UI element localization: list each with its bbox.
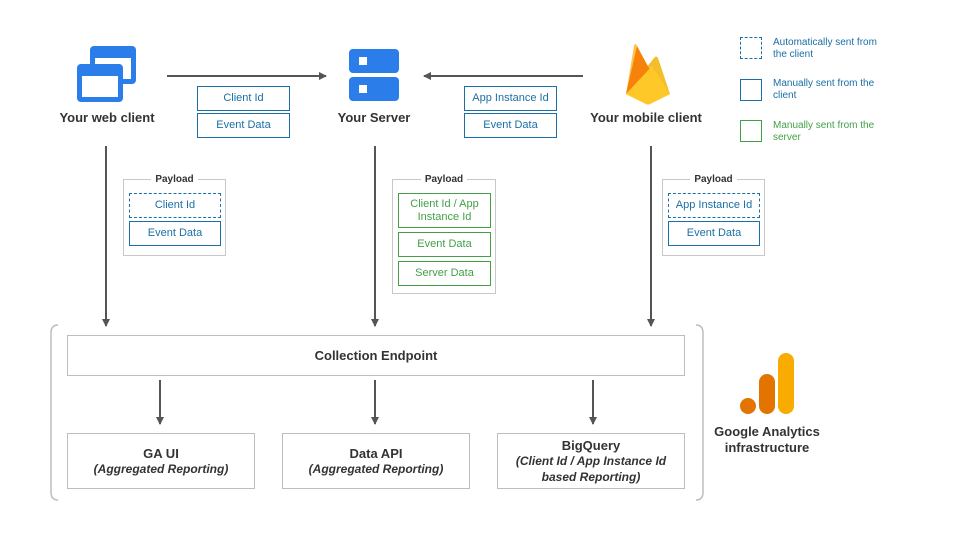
- bigquery-subtitle: (Client Id / App Instance Id based Repor…: [515, 453, 667, 484]
- server-payload-server-data: Server Data: [398, 261, 491, 286]
- google-analytics-infrastructure-label: Google Analytics infrastructure: [714, 424, 820, 455]
- mobile-payload-app-instance-id: App Instance Id: [668, 193, 760, 218]
- web-payload-event-data: Event Data: [129, 221, 221, 246]
- mobile-payload-title: Payload: [690, 174, 737, 185]
- web-client-label: Your web client: [59, 110, 155, 125]
- infrastructure-bracket: [50, 324, 704, 501]
- legend-swatch-manual-server: [740, 120, 762, 142]
- firebase-icon: [626, 44, 670, 105]
- ga-ui-title: GA UI: [143, 445, 179, 461]
- collection-endpoint-label: Collection Endpoint: [314, 348, 438, 363]
- server-payload-ids: Client Id / App Instance Id: [398, 193, 491, 228]
- web-to-server-client-id: Client Id: [197, 86, 290, 111]
- server-payload-event-data: Event Data: [398, 232, 491, 257]
- browser-windows-icon: [77, 46, 136, 102]
- ga-ui-subtitle: (Aggregated Reporting): [93, 461, 229, 476]
- mobile-to-server-app-instance-id: App Instance Id: [464, 86, 557, 111]
- ga-ui-box: GA UI (Aggregated Reporting): [67, 433, 255, 489]
- server-icon: [349, 49, 399, 101]
- data-api-title: Data API: [349, 445, 403, 461]
- server-label: Your Server: [337, 110, 411, 125]
- collection-endpoint: Collection Endpoint: [67, 335, 685, 376]
- legend-swatch-manual-client: [740, 79, 762, 101]
- mobile-to-server-event-data: Event Data: [464, 113, 557, 138]
- legend-text-manual-client: Manually sent from the client: [773, 78, 875, 101]
- web-payload-client-id: Client Id: [129, 193, 221, 218]
- web-payload-title: Payload: [151, 174, 198, 185]
- server-payload: Payload Client Id / App Instance Id Even…: [392, 174, 496, 294]
- mobile-payload-event-data: Event Data: [668, 221, 760, 246]
- server-payload-title: Payload: [420, 174, 468, 185]
- bigquery-title: BigQuery: [561, 437, 621, 453]
- mobile-client-label: Your mobile client: [590, 110, 702, 125]
- bigquery-box: BigQuery (Client Id / App Instance Id ba…: [497, 433, 685, 489]
- google-analytics-icon: [740, 353, 794, 414]
- data-api-box: Data API (Aggregated Reporting): [282, 433, 470, 489]
- web-payload: Payload Client Id Event Data: [123, 174, 226, 256]
- data-api-subtitle: (Aggregated Reporting): [308, 461, 444, 476]
- legend-swatch-auto-client: [740, 37, 762, 59]
- web-to-server-event-data: Event Data: [197, 113, 290, 138]
- legend-text-auto-client: Automatically sent from the client: [773, 37, 877, 60]
- legend-text-manual-server: Manually sent from the server: [773, 120, 875, 143]
- mobile-payload: Payload App Instance Id Event Data: [662, 174, 765, 256]
